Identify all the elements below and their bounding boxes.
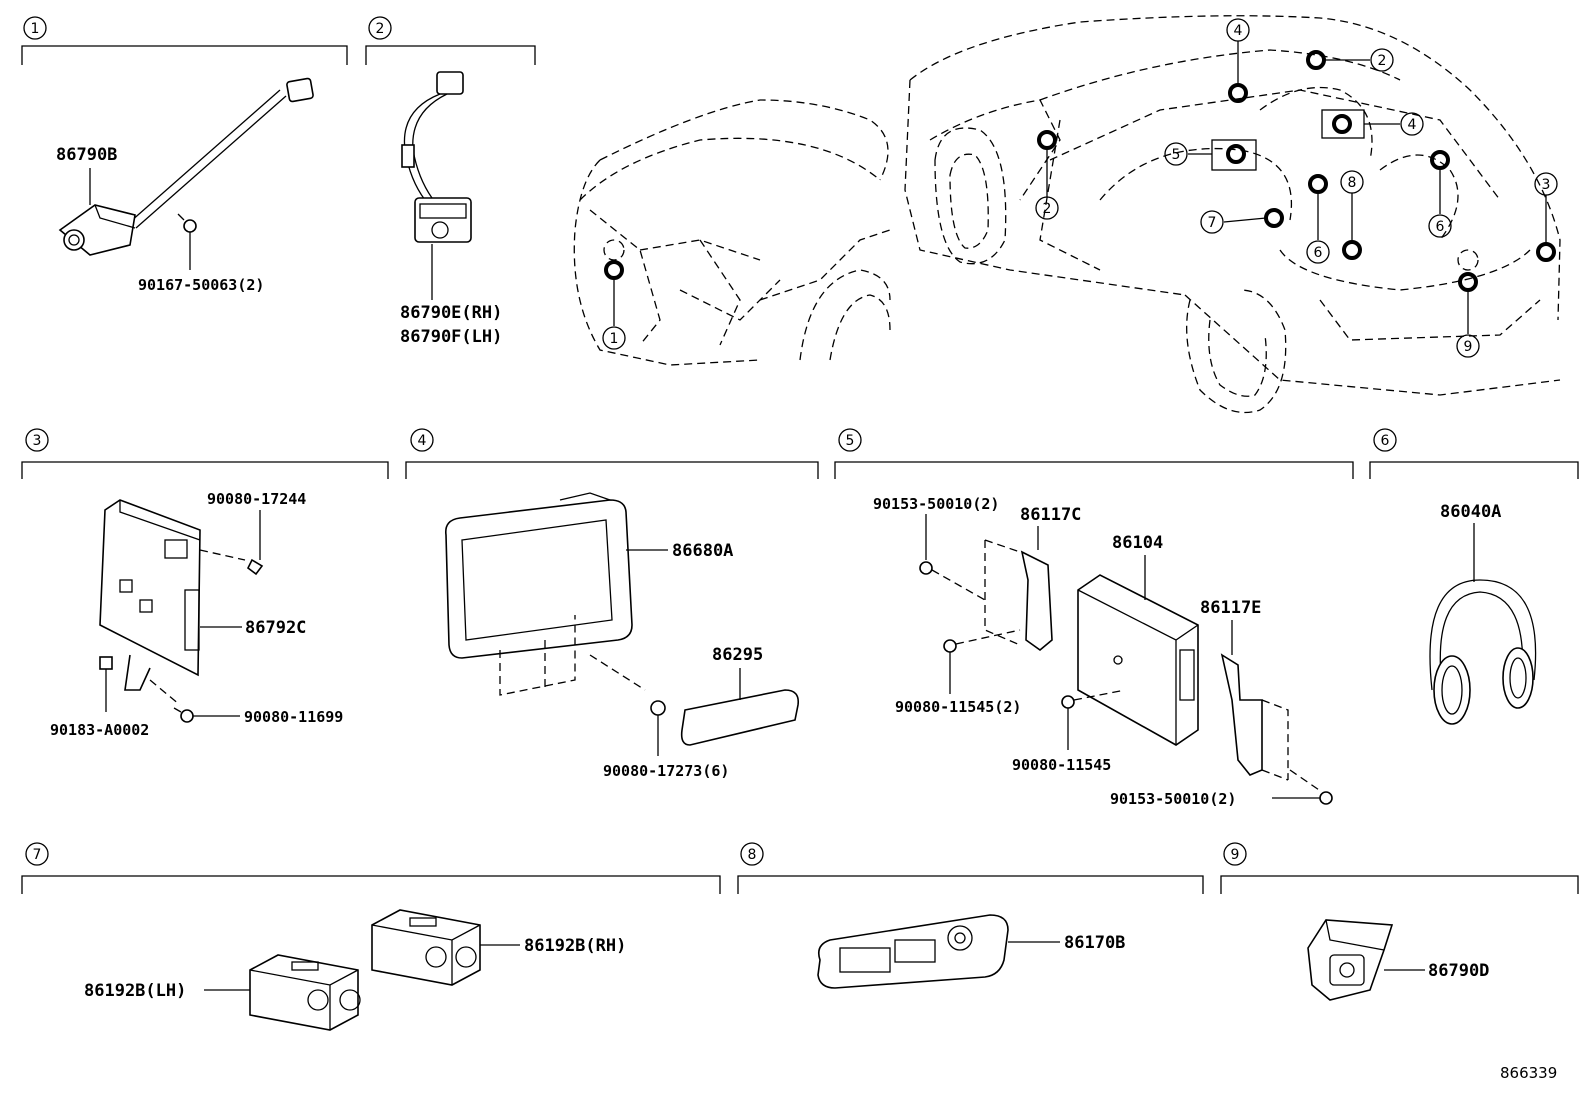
clip-90080-17273: [650, 700, 666, 716]
section-header-3: 3: [21, 428, 389, 479]
label-90080-11545-2: 90080-11545(2): [895, 698, 1021, 716]
rear-vehicle-view: 4 2 4 5 2 7 6 8: [904, 15, 1561, 414]
label-86104: 86104: [1112, 533, 1163, 553]
vehicle-callout-9: 9: [1464, 339, 1473, 355]
unit-86104: [1077, 574, 1199, 746]
label-86040A: 86040A: [1440, 502, 1501, 522]
section-number-5: 5: [846, 433, 855, 449]
section-header-7: 7: [21, 842, 721, 894]
diagram-id: 866339: [1500, 1064, 1557, 1082]
vehicle-callout-8: 8: [1348, 175, 1357, 191]
jack-86192B-RH: [371, 909, 481, 986]
vehicle-callout-2-top: 2: [1378, 53, 1387, 69]
label-86680A: 86680A: [672, 541, 733, 561]
module-86792C: [99, 499, 246, 706]
label-86117E: 86117E: [1200, 598, 1261, 618]
bracket-86117C: [984, 539, 1053, 652]
bolt-90080-11699: [173, 707, 194, 723]
section-number-1: 1: [31, 21, 40, 37]
section-number-6: 6: [1381, 433, 1390, 449]
vehicle-callout-6-left: 6: [1314, 245, 1323, 261]
label-86790E: 86790E(RH): [400, 303, 502, 323]
vehicle-callout-7: 7: [1208, 215, 1217, 231]
vehicle-callout-3: 4: [1234, 23, 1243, 39]
section-number-8: 8: [748, 847, 757, 863]
screw-90167-50063: [177, 213, 197, 233]
label-90080-17244: 90080-17244: [207, 490, 306, 508]
label-86790F: 86790F(LH): [400, 327, 502, 347]
headphones-86040A: [1429, 579, 1537, 725]
label-86790D: 86790D: [1428, 961, 1489, 981]
label-86170B: 86170B: [1064, 933, 1125, 953]
label-86295: 86295: [712, 645, 763, 665]
section-header-5: 5: [834, 428, 1354, 479]
section-number-2: 2: [376, 21, 385, 37]
label-86792C: 86792C: [245, 618, 306, 638]
label-86790B: 86790B: [56, 145, 117, 165]
section-header-6: 6: [1369, 428, 1579, 479]
vehicle-callout-2-left: 2: [1043, 201, 1052, 217]
label-90153-50010-top: 90153-50010(2): [873, 495, 999, 513]
vehicle-callout-1: 1: [610, 331, 619, 347]
section-header-4: 4: [405, 428, 819, 479]
section-header-9: 9: [1220, 842, 1579, 894]
section-header-8: 8: [737, 842, 1204, 894]
section-number-9: 9: [1231, 847, 1240, 863]
vehicle-callout-4-left: 5: [1172, 147, 1181, 163]
section-header-1: 1: [21, 16, 348, 65]
rear-camera-86790D: [1307, 919, 1394, 1001]
label-86192B-LH: 86192B(LH): [84, 981, 186, 1001]
screw-90153-50010-bottom: [1319, 791, 1333, 805]
screw-90080-11545: [1061, 695, 1075, 709]
clip-90080-17244: [246, 558, 264, 576]
label-86192B-RH: 86192B(RH): [524, 936, 626, 956]
section-number-3: 3: [33, 433, 42, 449]
jack-86192B-LH: [249, 954, 361, 1031]
label-90183-A0002: 90183-A0002: [50, 721, 149, 739]
front-vehicle-view: 1: [573, 99, 891, 366]
section-header-2: 2: [365, 16, 536, 65]
section-number-7: 7: [33, 847, 42, 863]
screw-90080-11545-2: [943, 639, 957, 653]
nut-90183-A0002: [99, 656, 113, 670]
label-90080-11699: 90080-11699: [244, 708, 343, 726]
remote-86170B: [817, 914, 1009, 989]
screw-90153-50010-top: [919, 561, 933, 575]
vehicle-callout-5: 3: [1542, 177, 1551, 193]
front-camera-86790B: [58, 77, 314, 256]
label-86117C: 86117C: [1020, 505, 1081, 525]
side-camera-86790E-F: [401, 71, 472, 243]
label-90153-50010-bottom: 90153-50010(2): [1110, 790, 1236, 808]
cover-86295: [680, 689, 800, 746]
section-number-4: 4: [418, 433, 427, 449]
vehicle-callout-6-right: 6: [1436, 219, 1445, 235]
label-90167-50063: 90167-50063(2): [138, 276, 264, 294]
vehicle-callout-4-right: 4: [1408, 117, 1417, 133]
label-90080-17273: 90080-17273(6): [603, 762, 729, 780]
bracket-86117E: [1220, 653, 1289, 781]
display-86680A: [444, 492, 646, 696]
label-90080-11545: 90080-11545: [1012, 756, 1111, 774]
